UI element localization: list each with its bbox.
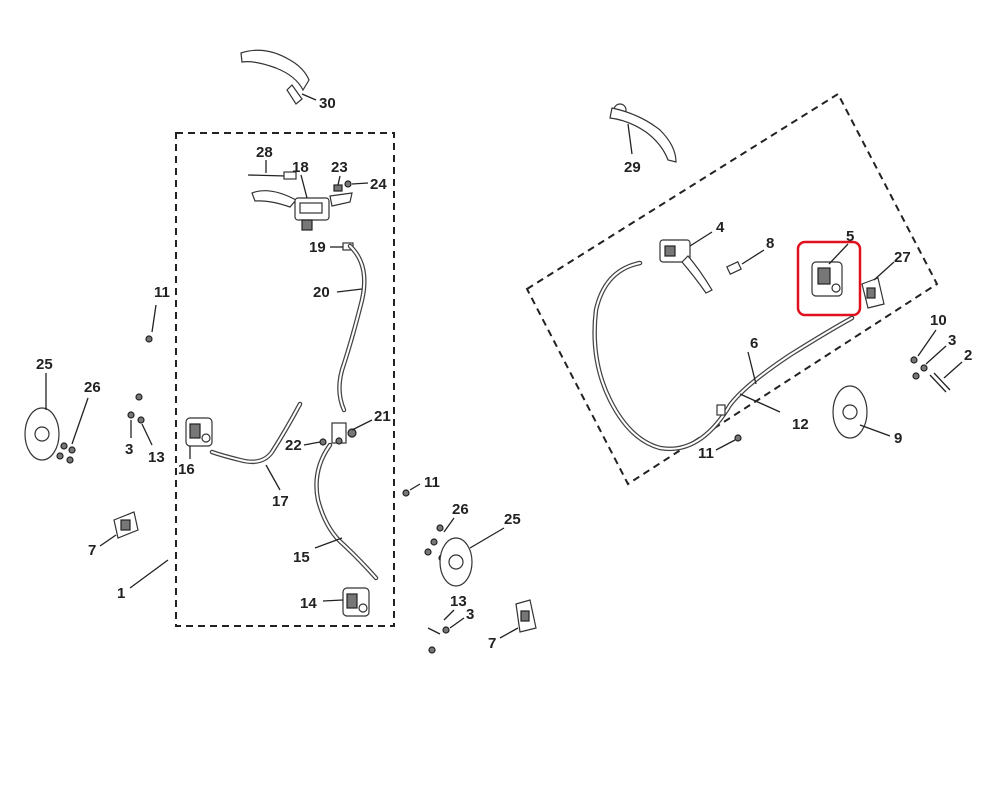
front-caliper-16[interactable] [185,417,213,447]
brake-pad-7-left[interactable] [113,511,139,539]
callout-6: 6 [750,335,758,352]
callout-25-left: 25 [36,356,53,373]
callout-25-mid: 25 [504,511,521,528]
callout-9: 9 [894,430,902,447]
callout-22: 22 [285,437,302,454]
callout-29: 29 [624,159,641,176]
callout-11-left: 11 [154,284,170,301]
clip-8[interactable] [726,261,742,275]
highlight-box-part-5 [796,240,862,317]
callout-14: 14 [300,595,317,612]
rear-master-cylinder-4[interactable] [659,239,713,294]
callout-15: 15 [293,549,310,566]
brake-pad-7-mid[interactable] [515,599,537,633]
front-master-cylinder-18[interactable] [251,190,330,231]
cable-clip[interactable] [716,404,726,416]
brake-hose-17[interactable] [209,401,303,464]
callout-3-right: 3 [948,332,956,349]
brake-disc-9[interactable] [832,385,868,439]
callout-21: 21 [374,408,391,425]
callout-24: 24 [370,176,387,193]
callout-16: 16 [178,461,195,478]
callout-17: 17 [272,493,289,510]
callout-28: 28 [256,144,273,161]
brake-disc-25-mid[interactable] [439,537,473,587]
callout-19: 19 [309,239,326,256]
bolt-13-left[interactable] [137,416,145,424]
callout-26-left: 26 [84,379,101,396]
junction-21[interactable] [331,422,357,445]
callout-30: 30 [319,95,336,112]
callout-8: 8 [766,235,774,252]
callout-11-right: 11 [698,445,714,462]
brake-switch-wire-28[interactable] [247,171,297,180]
brake-hose-15[interactable] [314,442,379,581]
bolt-11-right[interactable] [734,434,742,442]
bolt-13-mid[interactable] [427,627,441,654]
brake-lever-30[interactable] [240,49,310,105]
bolt-3-mid[interactable] [442,626,450,634]
brake-disc-25-left[interactable] [24,407,60,461]
bolt-22[interactable] [319,438,327,446]
callout-7-left: 7 [88,542,96,559]
callout-26-mid: 26 [452,501,469,518]
front-brake-assembly-box [175,132,395,627]
callout-1: 1 [117,585,125,602]
callout-20: 20 [313,284,330,301]
callout-18: 18 [292,159,309,176]
bolt-11-mid[interactable] [402,489,410,497]
rear-brake-cable-12[interactable] [592,260,855,452]
bolt-11-left[interactable] [145,335,153,343]
callout-11-mid: 11 [424,474,440,491]
front-caliper-14[interactable] [342,587,370,617]
bracket-24[interactable] [329,180,353,207]
callout-10: 10 [930,312,947,329]
rear-caliper-5[interactable] [811,243,849,297]
callout-3-left: 3 [125,441,133,458]
brake-hose-20[interactable] [337,243,367,413]
bolt-3-left[interactable] [127,411,135,419]
callout-27: 27 [894,249,911,266]
disc-bolts-26-left[interactable] [56,442,76,464]
rear-brake-assembly-box [525,92,939,486]
pin-2[interactable] [929,372,951,393]
fitting-23[interactable] [333,184,343,192]
callout-13-mid: 13 [450,593,467,610]
brake-pad-27[interactable] [861,277,885,309]
callout-13-left: 13 [148,449,165,466]
bolt-3-right[interactable] [920,364,928,372]
callout-5: 5 [846,228,854,245]
bolt-10[interactable] [910,356,920,380]
brake-lever-29[interactable] [609,103,677,163]
callout-4: 4 [716,219,725,236]
callout-7-mid: 7 [488,635,496,652]
callout-3-mid: 3 [466,606,474,623]
callout-23: 23 [331,159,348,176]
callout-2: 2 [964,347,972,364]
callout-12: 12 [792,416,809,433]
